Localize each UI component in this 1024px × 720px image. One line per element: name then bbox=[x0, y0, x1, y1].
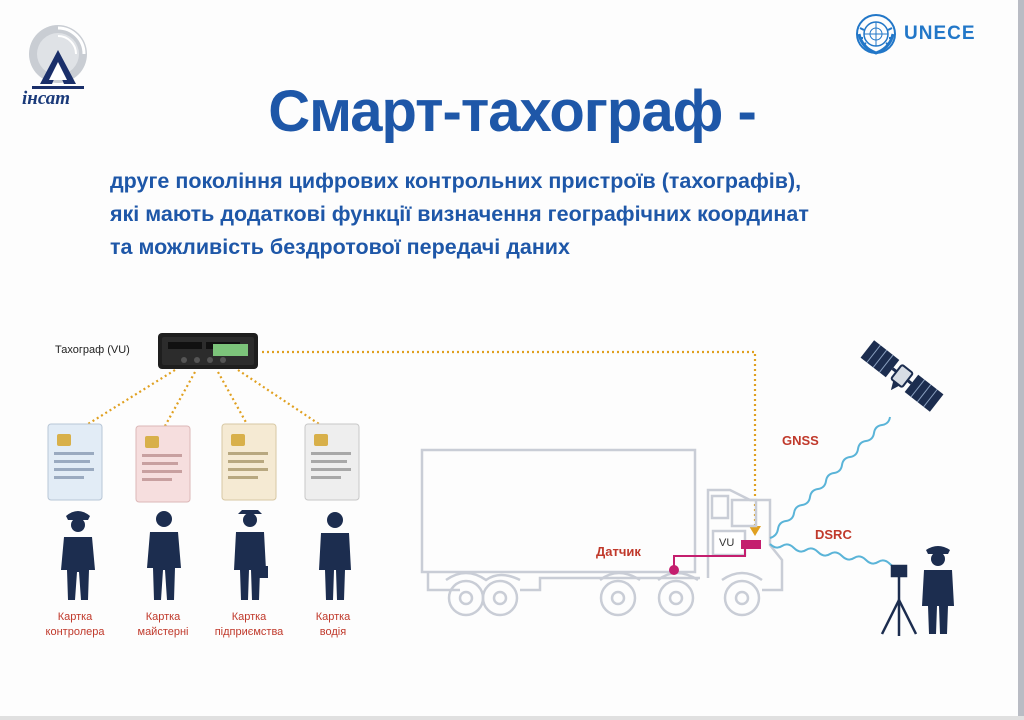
gnss-label: GNSS bbox=[782, 433, 819, 448]
wheel-icon bbox=[723, 579, 761, 617]
card-label-line: майстерні bbox=[137, 626, 189, 638]
driver-figure-icon bbox=[319, 512, 351, 600]
vu-box-label: VU bbox=[719, 537, 735, 549]
unece-logo-text: UNECE bbox=[904, 23, 976, 44]
connector-card-4 bbox=[237, 369, 323, 427]
card-label-driver: Картка водія bbox=[288, 610, 378, 640]
sensor-label: Датчик bbox=[596, 544, 641, 559]
dsrc-reader-tripod-icon bbox=[880, 564, 918, 636]
controller-figure-icon bbox=[61, 511, 95, 600]
arrow-head-icon bbox=[749, 526, 761, 536]
card-label-line: Картка bbox=[315, 611, 351, 623]
card-label-company: Картка підприємства bbox=[204, 610, 294, 640]
connector-card-1 bbox=[87, 369, 176, 425]
card-controller bbox=[47, 423, 103, 501]
card-workshop bbox=[135, 425, 191, 503]
satellite-icon bbox=[860, 340, 944, 412]
police-officer-icon bbox=[922, 546, 954, 634]
wheel-icon bbox=[447, 579, 485, 617]
sensor-wiring bbox=[669, 540, 761, 575]
insat-logo-icon bbox=[29, 25, 87, 89]
bottom-edge bbox=[0, 716, 1024, 720]
card-label-line: Картка bbox=[145, 611, 181, 623]
connector-card-2 bbox=[164, 371, 196, 427]
slide-title: Смарт-тахограф - bbox=[268, 79, 757, 144]
subtitle-line: які мають додаткові функції визначення г… bbox=[110, 202, 809, 226]
mechanic-figure-icon bbox=[147, 511, 181, 600]
right-edge bbox=[1018, 0, 1024, 720]
card-label-controller: Картка контролера bbox=[30, 610, 120, 640]
truck bbox=[420, 448, 784, 617]
card-driver bbox=[304, 423, 360, 501]
un-emblem-icon bbox=[856, 14, 896, 55]
truck-trailer bbox=[420, 448, 697, 574]
card-label-line: Картка bbox=[231, 611, 267, 623]
tachograph-vu-label: Тахограф (VU) bbox=[55, 344, 130, 356]
subtitle-line: друге покоління цифрових контрольних при… bbox=[110, 169, 802, 193]
businessman-figure-icon bbox=[234, 510, 268, 600]
gnss-signal-wave bbox=[769, 416, 891, 539]
cab-window bbox=[710, 494, 730, 520]
wheel-icon bbox=[657, 579, 695, 617]
card-label-workshop: Картка майстерні bbox=[118, 610, 208, 640]
wheel-icon bbox=[481, 579, 519, 617]
card-label-line: контролера bbox=[45, 626, 105, 638]
card-label-line: Картка bbox=[57, 611, 93, 623]
insat-logo-text: інсат bbox=[22, 88, 71, 109]
card-label-line: водія bbox=[319, 626, 347, 638]
dotted-connectors bbox=[87, 350, 757, 532]
signal-waves bbox=[769, 416, 903, 569]
connector-card-3 bbox=[217, 371, 249, 427]
card-label-line: підприємства bbox=[214, 626, 284, 638]
dsrc-label: DSRC bbox=[815, 527, 852, 542]
card-company bbox=[221, 423, 277, 501]
unece-logo: UNECE bbox=[854, 12, 976, 56]
subtitle-line: та можливість бездротової передачі даних bbox=[110, 235, 570, 259]
tachograph-device bbox=[158, 333, 258, 369]
dsrc-signal-wave bbox=[769, 543, 903, 569]
cab-window bbox=[730, 498, 758, 528]
people-figures bbox=[61, 510, 351, 600]
slide-subtitle: друге покоління цифрових контрольних при… bbox=[110, 165, 990, 264]
wheel-icon bbox=[599, 579, 637, 617]
